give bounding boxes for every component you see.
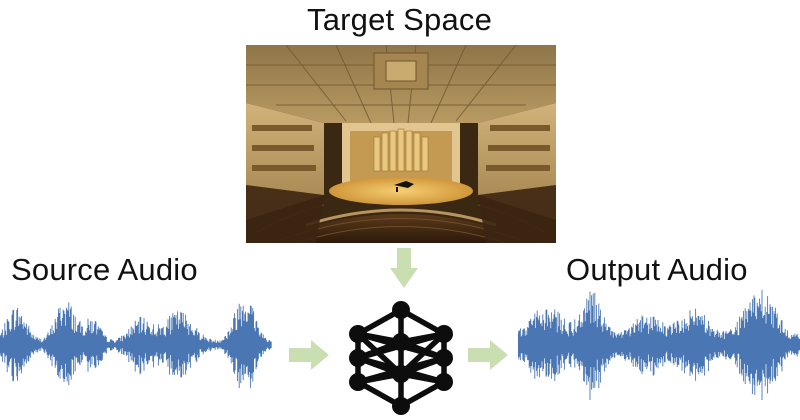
target-space-label: Target Space — [307, 2, 493, 37]
output-waveform — [518, 290, 800, 400]
network-edge — [398, 331, 447, 377]
arrow-down-icon — [390, 248, 418, 288]
network-node — [392, 365, 410, 383]
network-node — [435, 349, 453, 367]
network-node — [349, 373, 367, 391]
source-waveform — [0, 302, 272, 388]
concert-hall-image — [246, 45, 556, 243]
output-waveform-trace — [518, 290, 800, 400]
network-node — [392, 333, 410, 351]
network-node — [349, 325, 367, 343]
network-node — [435, 325, 453, 343]
arrow-output-shape — [468, 340, 508, 370]
output-audio-label: Output Audio — [566, 252, 748, 287]
network-node — [435, 373, 453, 391]
network-node — [392, 397, 410, 415]
network-edge — [355, 331, 404, 377]
network-node — [349, 349, 367, 367]
neural-network-icon — [349, 301, 453, 415]
source-waveform-trace — [0, 302, 272, 388]
arrow-source-shape — [289, 340, 329, 370]
source-audio-label: Source Audio — [11, 252, 198, 287]
concert-hall-illustration — [246, 45, 556, 243]
arrow-right-icon — [468, 340, 508, 370]
network-node — [392, 301, 410, 319]
arrow-down-shape — [390, 248, 418, 288]
arrow-right-icon — [289, 340, 329, 370]
